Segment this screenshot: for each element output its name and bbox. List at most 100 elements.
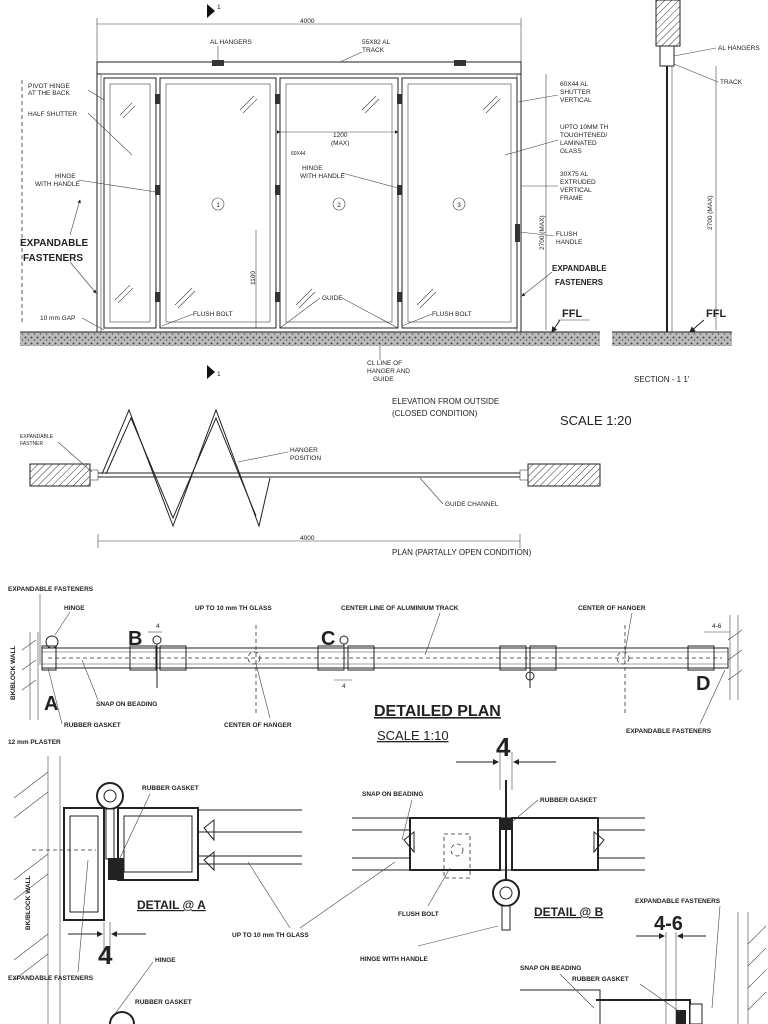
- label-frame-3: VERTICAL: [560, 187, 592, 194]
- section-mark-top-label: 1: [217, 4, 221, 11]
- dp-mark-d: D: [696, 673, 710, 695]
- label-pivot-hinge-1: PIVOT HINGE: [28, 83, 70, 90]
- detail-a-wall: [13, 756, 61, 1024]
- label-shutter-vertical-2: SHUTTER: [560, 89, 591, 96]
- detail-a-label-hinge: HINGE: [155, 957, 176, 964]
- label-glass-2: TOUGHTENED/: [560, 132, 607, 139]
- label-track-2: TRACK: [362, 47, 385, 54]
- panel-2: [279, 77, 399, 329]
- label-glass-4: GLASS: [560, 148, 582, 155]
- half-shutter: [103, 77, 157, 329]
- detail-b-label-flush-bolt: FLUSH BOLT: [398, 911, 439, 918]
- label-gap: 10 mm GAP: [40, 315, 75, 322]
- dp-label-plaster: 12 mm PLASTER: [8, 739, 61, 746]
- plan-label-hanger-1: HANGER: [290, 447, 318, 454]
- dp-label-hinge: HINGE: [64, 605, 85, 612]
- detail-a-label-glass: UP TO 10 mm TH GLASS: [232, 932, 309, 939]
- dp-hanger-center-right-icon: [616, 651, 630, 665]
- label-guide: GUIDE: [322, 295, 343, 302]
- plan-wall-right: [527, 463, 601, 487]
- plan-wall-left: [29, 463, 91, 487]
- panel-3: [401, 77, 518, 329]
- dp-hinge-a-icon: [45, 635, 59, 649]
- detail-a-hinge-bottom-icon: [109, 1011, 135, 1024]
- detail-b-label-snap: SNAP ON BEADING: [362, 791, 423, 798]
- dp-dim-4-6: 4-6: [712, 623, 722, 630]
- label-hinge-handle-left-2: WITH HANDLE: [35, 181, 80, 188]
- detail-d-label-snap: SNAP ON BEADING: [520, 965, 581, 972]
- dim-1200-label: 1200: [333, 132, 348, 139]
- label-track-1: 55X82 AL: [362, 39, 391, 46]
- panel-number-1-icon: [211, 197, 225, 211]
- label-glass-1: UPTO 10MM TH: [560, 124, 608, 131]
- flush-handle-icon: [515, 224, 520, 242]
- dp-label-expandable-top: EXPANDABLE FASTENERS: [8, 586, 94, 593]
- detail-b-view: 4 SNAP ON BEADING RUBBER GASKET FLUSH BO…: [352, 732, 645, 963]
- detail-b-label-gasket: RUBBER GASKET: [540, 797, 597, 804]
- dp-hanger-center-icon: [247, 651, 261, 665]
- dim-4000-label: 4000: [300, 18, 315, 25]
- section-label-al-hangers: AL HANGERS: [718, 45, 760, 52]
- label-flush-bolt-left: FLUSH BOLT: [193, 311, 233, 318]
- detail-a-label-gasket-bottom: RUBBER GASKET: [135, 999, 192, 1006]
- label-expandable-left-2: FASTENERS: [23, 253, 83, 264]
- label-expandable-left-1: EXPANDABLE: [20, 238, 88, 249]
- label-shutter-vertical-1: 60X44 AL: [560, 81, 589, 88]
- dp-dim-4-top: 4: [156, 623, 160, 630]
- detail-d-view: 4-6 EXPANDABLE FASTENERS SNAP ON BEADING…: [520, 898, 767, 1024]
- label-pivot-hinge-2: AT THE BACK: [28, 90, 71, 97]
- section-floor: [612, 332, 732, 346]
- dim-60x44-label: 60X44: [291, 151, 306, 157]
- elevation-view: 1 1 4000: [20, 4, 632, 428]
- dp-wall-left: [21, 632, 39, 720]
- label-al-hangers: AL HANGERS: [210, 39, 252, 46]
- section-mark-bottom-label: 1: [217, 371, 221, 378]
- dp-label-wall: BK/BLOCK WALL: [10, 645, 17, 700]
- panel-number-3-icon: [452, 197, 466, 211]
- label-frame-2: EXTRUDED: [560, 179, 596, 186]
- dp-wall-right: [727, 615, 743, 700]
- label-cl-line-2: HANGER AND: [367, 368, 410, 375]
- section-dim-2700: 2700 (MAX): [707, 195, 714, 230]
- dp-label-rubber-gasket: RUBBER GASKET: [64, 722, 121, 729]
- label-expandable-right-1: EXPANDABLE: [552, 264, 607, 273]
- detail-d-wall: [737, 912, 767, 1024]
- detail-b-dim-4: 4: [496, 732, 511, 762]
- plan-label-fastner-2: FASTNER: [20, 441, 43, 447]
- detail-a-label-expandable: EXPANDABLE FASTENERS: [8, 975, 94, 982]
- dp-joints: [41, 645, 715, 671]
- section-mark-top-icon: [207, 4, 215, 18]
- detail-a-frame: [63, 807, 105, 921]
- label-glass-3: LAMINATED: [560, 140, 597, 147]
- detail-a-label-gasket: RUBBER GASKET: [142, 785, 199, 792]
- detail-b-left-profile: [409, 817, 501, 871]
- label-flush-bolt-right: FLUSH BOLT: [432, 311, 472, 318]
- panel-number-2: 2: [337, 202, 341, 209]
- detail-a-label-wall: BK/BLOCK WALL: [25, 875, 32, 930]
- dp-title: DETAILED PLAN: [374, 703, 501, 720]
- label-frame-4: FRAME: [560, 195, 583, 202]
- detail-a-dim-4: 4: [98, 940, 113, 970]
- label-hinge-handle-mid-2: WITH HANDLE: [300, 173, 345, 180]
- label-expandable-right-2: FASTENERS: [555, 278, 604, 287]
- label-hinge-handle-mid-1: HINGE: [302, 165, 323, 172]
- panel-1: [159, 77, 277, 329]
- elevation-title-1: ELEVATION FROM OUTSIDE: [392, 397, 499, 406]
- dp-hinge-b-icon: [152, 635, 162, 645]
- hanger-left-icon: [212, 60, 224, 66]
- dp-dim-4-bottom: 4: [342, 683, 346, 690]
- label-flush-handle-1: FLUSH: [556, 231, 578, 238]
- detail-d-label-gasket: RUBBER GASKET: [572, 976, 629, 983]
- label-cl-line-3: GUIDE: [373, 376, 394, 383]
- panel-number-2-icon: [332, 197, 346, 211]
- floor-slab: [20, 332, 600, 346]
- detail-a-view: BK/BLOCK WALL RUBBER GASKET DETAIL @ A 4…: [8, 756, 396, 1024]
- plan-view: EXPANDABLE FASTNER HANGER POSITION GUIDE…: [20, 408, 601, 557]
- dim-1100-label: 1100: [250, 271, 257, 285]
- section-title: SECTION - 1 1': [634, 375, 690, 384]
- detail-d-dim-4-6: 4-6: [654, 913, 683, 935]
- dp-label-glass: UP TO 10 mm TH GLASS: [195, 605, 272, 612]
- hinge-marks: [155, 94, 520, 302]
- label-shutter-vertical-3: VERTICAL: [560, 97, 592, 104]
- dp-label-center-hanger-bottom: CENTER OF HANGER: [224, 722, 292, 729]
